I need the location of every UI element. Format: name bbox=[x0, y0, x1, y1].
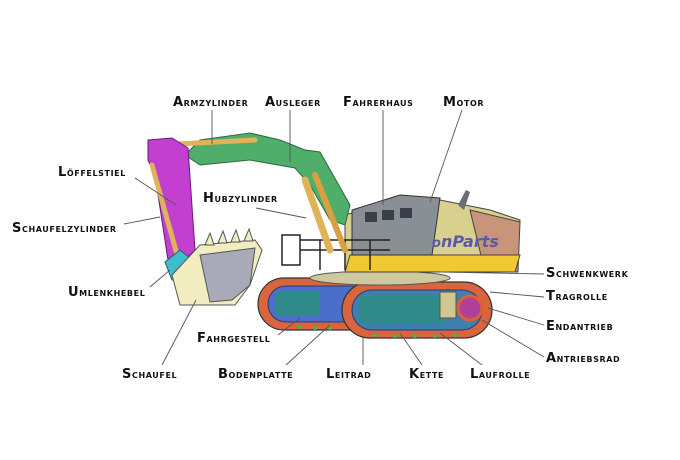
label-armzylinder: Armzylinder bbox=[173, 95, 249, 110]
label-kette: Kette bbox=[409, 367, 445, 382]
leader-lines bbox=[123, 109, 545, 366]
label-laufrolle: Laufrolle bbox=[470, 367, 531, 382]
boom-cylinder bbox=[301, 176, 334, 254]
label-motor: Motor bbox=[443, 95, 485, 110]
label-tragrolle: Tragrolle bbox=[546, 289, 608, 304]
label-hubzylinder: Hubzylinder bbox=[203, 191, 278, 206]
cab bbox=[351, 194, 441, 256]
label-leitrad: Leitrad bbox=[326, 367, 372, 382]
label-schwenkwerk: Schwenkwerk bbox=[546, 266, 629, 281]
label-schaufelzylinder: Schaufelzylinder bbox=[12, 221, 117, 236]
label-umlenkhebel: Umlenkhebel bbox=[68, 285, 146, 300]
label-antriebsrad: Antriebsrad bbox=[546, 351, 621, 366]
drive-sprocket bbox=[456, 294, 484, 322]
label-endantrieb: Endantrieb bbox=[546, 319, 614, 334]
swing-ring bbox=[309, 270, 451, 286]
boom bbox=[184, 132, 351, 226]
bucket-cylinder bbox=[149, 162, 181, 261]
label-loeffelstiel: Löffelstiel bbox=[58, 165, 126, 180]
front-track bbox=[341, 281, 493, 339]
track-rollers bbox=[298, 325, 457, 338]
label-bodenplatte: Bodenplatte bbox=[218, 367, 294, 382]
label-fahrerhaus: Fahrerhaus bbox=[343, 95, 414, 110]
label-fahrgestell: Fahrgestell bbox=[197, 331, 271, 346]
label-ausleger: Ausleger bbox=[265, 95, 321, 110]
label-schaufel: Schaufel bbox=[122, 367, 178, 382]
brand-logo: onParts bbox=[432, 232, 499, 252]
